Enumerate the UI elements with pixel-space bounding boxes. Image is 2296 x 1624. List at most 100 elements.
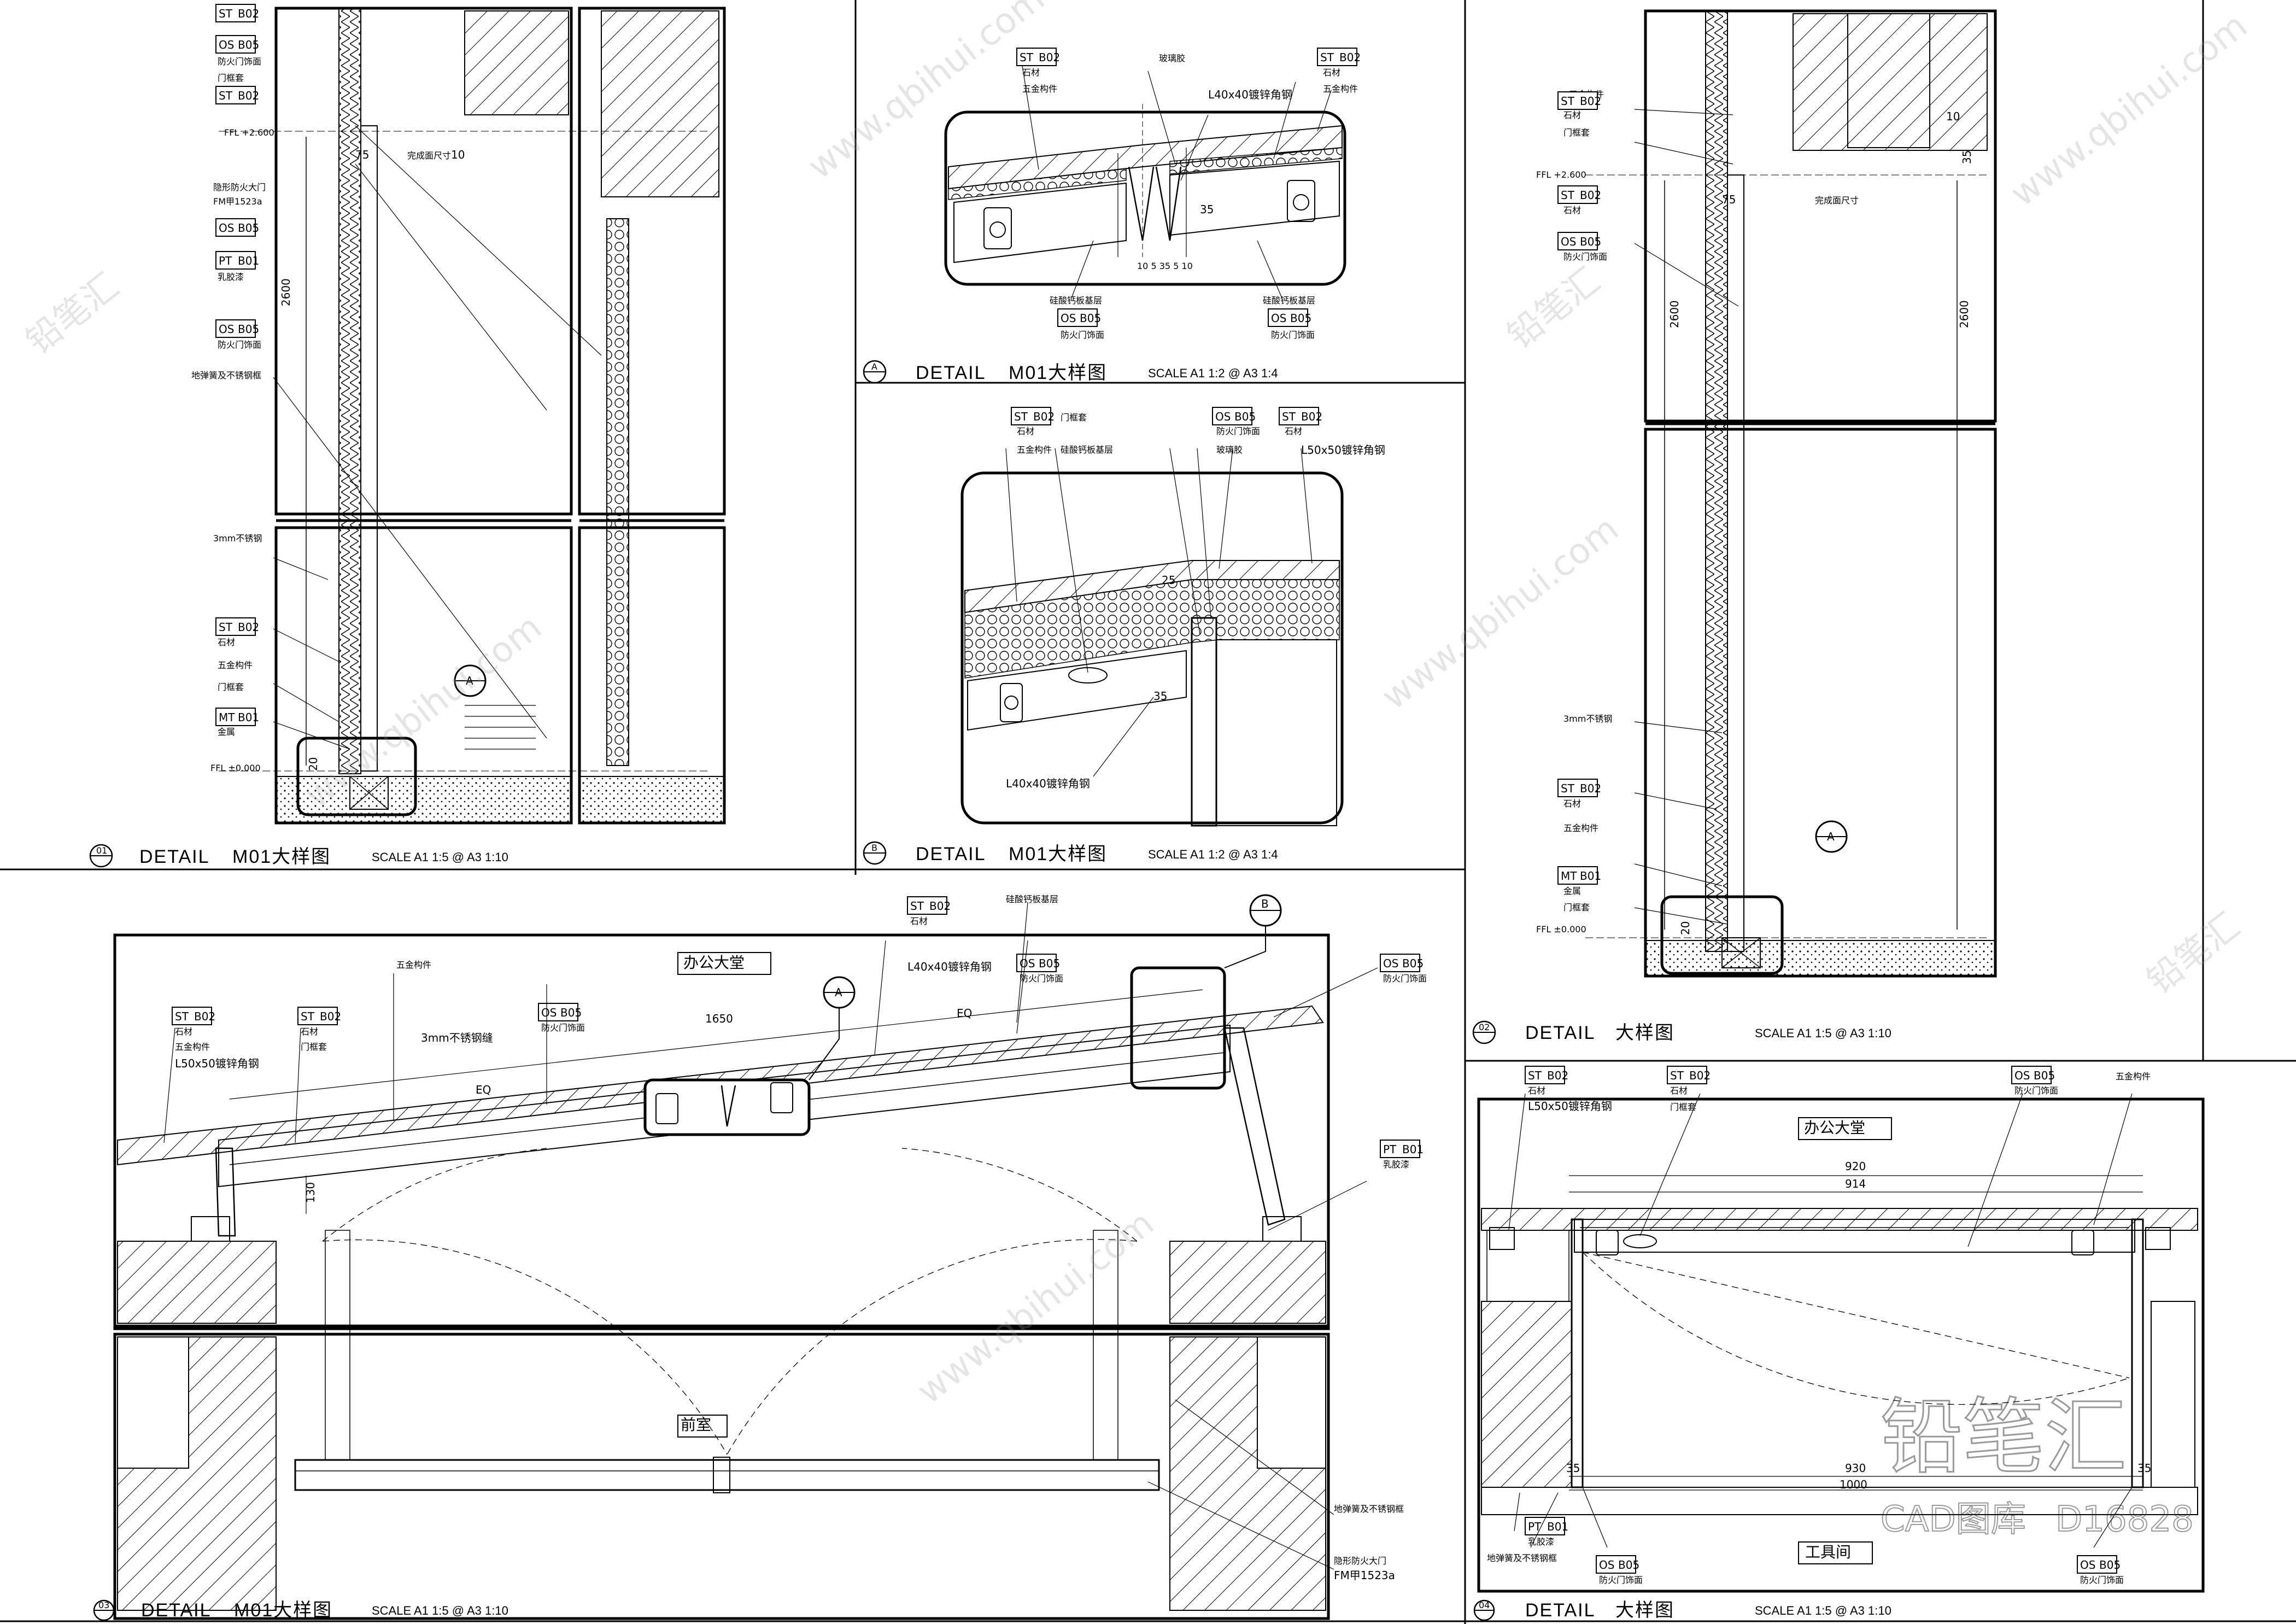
dim-10: 10 — [451, 148, 465, 161]
note-stone: 石材 — [1285, 426, 1302, 436]
panel-02-labels: 五金构件 ST B02 石材 门框套 FFL +2.600 ST B02 石材 … — [1536, 89, 1973, 935]
note-frame: 地弹簧及不锈钢框 — [1334, 1504, 1404, 1514]
code-b01: B01 — [238, 711, 259, 724]
note-door-frame: 门框套 — [1670, 1102, 1696, 1112]
note-metal: 金属 — [218, 727, 235, 737]
room-tool-room: 工具间 — [1805, 1543, 1851, 1561]
note-hardware: 五金构件 — [1563, 823, 1598, 833]
code-pt: PT — [1528, 1520, 1542, 1533]
dim-75: 75 — [1722, 193, 1736, 206]
detail-scale: SCALE A1 1:5 @ A3 1:10 — [1755, 1026, 1891, 1040]
ffl-zero: FFL ±0.000 — [210, 763, 261, 773]
note-gap-3mm: 3mm不锈钢 — [1563, 714, 1612, 724]
note-gap-3mm: 3mm不锈钢 — [213, 533, 262, 544]
note-fireproof-door: 防火门饰面 — [1216, 426, 1260, 436]
note-door-frame: 门框套 — [1061, 412, 1087, 423]
ffl-top: FFL +2.600 — [224, 127, 274, 138]
note-stone: 石材 — [1323, 67, 1340, 78]
note-fireproof-door: 防火门饰面 — [1599, 1575, 1643, 1585]
note-door-frame: 门框套 — [1563, 902, 1590, 913]
code-b05: B05 — [238, 38, 259, 51]
note-board: 硅酸钙板基层 — [1050, 295, 1102, 306]
panel-03-plan — [113, 894, 1378, 1620]
note-stone: 石材 — [1670, 1085, 1688, 1096]
code-pt: PT — [1383, 1143, 1397, 1156]
note-stone: 石材 — [1563, 798, 1581, 809]
code-st: ST — [1561, 95, 1575, 108]
note-steel-40: L40x40镀锌角钢 — [907, 960, 992, 973]
dim-eq: EQ — [957, 1007, 972, 1020]
note-stone: 石材 — [1563, 110, 1581, 120]
code-b05: B05 — [560, 1006, 582, 1019]
watermark-url: www.qbihui.com — [910, 1203, 1161, 1412]
dim-75: 75 — [355, 148, 369, 161]
watermark-brand-large: 铅笔汇 — [1881, 1390, 2127, 1485]
code-os: OS — [1599, 1558, 1614, 1572]
note-fireproof-door: 防火门饰面 — [2014, 1085, 2058, 1096]
code-os: OS — [1215, 410, 1231, 423]
dim-1000: 1000 — [1840, 1478, 1867, 1491]
callout-a: A — [835, 986, 842, 999]
note-fireproof-door: 防火门饰面 — [2080, 1575, 2124, 1585]
code-os: OS — [1383, 957, 1398, 970]
note-paint: 乳胶漆 — [1383, 1159, 1409, 1170]
note-glue: 玻璃胶 — [1216, 445, 1243, 455]
panel-03-labels: 办公大堂 前室 ST B02 石材 硅酸钙板基层 L40x40镀锌角钢 OS B… — [172, 894, 1427, 1582]
watermark-id: D16828 — [2055, 1499, 2194, 1540]
note-pivot-door: 隐形防火大门 — [213, 182, 266, 192]
note-gap-3mm-seam: 3mm不锈钢缝 — [421, 1031, 493, 1044]
room-office-lobby: 办公大堂 — [683, 954, 745, 972]
code-os: OS — [1561, 235, 1576, 248]
code-b02: B02 — [238, 89, 259, 102]
svg-text:01: 01 — [96, 845, 107, 856]
callout-a: A — [1827, 830, 1835, 843]
dim-eq: EQ — [476, 1083, 491, 1096]
note-fireproof-door: 防火门饰面 — [1563, 252, 1607, 262]
note-metal: 金属 — [1563, 886, 1581, 896]
panel-01-section — [219, 7, 726, 825]
note-hardware: 五金构件 — [1017, 445, 1052, 455]
code-mt: MT — [1561, 869, 1577, 883]
code-os: OS — [2014, 1069, 2030, 1082]
detail-name: 大样图 — [1615, 1023, 1674, 1043]
panel-02-section — [1585, 9, 1997, 978]
watermark-url: www.qbihui.com — [1374, 509, 1626, 717]
code-b02: B02 — [1547, 1069, 1568, 1082]
dim-1650: 1650 — [705, 1012, 733, 1025]
code-b05: B05 — [1234, 410, 1256, 423]
code-st: ST — [910, 899, 924, 913]
dim-930: 930 — [1845, 1462, 1866, 1475]
code-st: ST — [219, 89, 233, 102]
note-door-no: FM甲1523a — [213, 196, 262, 207]
note-glue: 玻璃胶 — [1159, 53, 1185, 63]
watermark-brand: 铅笔汇 — [2140, 906, 2247, 1002]
code-b05: B05 — [1402, 957, 1424, 970]
note-stone: 石材 — [1563, 205, 1581, 215]
code-b01: B01 — [1580, 869, 1601, 883]
note-hardware: 五金构件 — [2116, 1071, 2151, 1082]
detail-name: M01大样图 — [1009, 363, 1107, 383]
note-fireproof-door: 防火门饰面 — [541, 1023, 585, 1033]
code-os: OS — [2080, 1558, 2095, 1572]
note-board: 硅酸钙板基层 — [1006, 894, 1058, 904]
svg-text:03: 03 — [98, 1600, 109, 1610]
code-st: ST — [1561, 782, 1575, 795]
code-os: OS — [219, 323, 234, 336]
code-st: ST — [1014, 410, 1028, 423]
code-b01: B01 — [1547, 1520, 1568, 1533]
detail-name: M01大样图 — [234, 1600, 332, 1621]
code-b02: B02 — [1339, 51, 1361, 64]
note-hardware: 五金构件 — [1022, 84, 1057, 94]
code-pt: PT — [219, 254, 232, 267]
dim-25: 25 — [1162, 574, 1175, 587]
note-steel-40: L40x40镀锌角钢 — [1006, 777, 1090, 790]
ffl-zero: FFL ±0.000 — [1536, 924, 1586, 934]
note-finish: 完成面尺寸 — [1815, 195, 1859, 206]
note-stone: 石材 — [1528, 1085, 1545, 1096]
code-os: OS — [1020, 957, 1035, 970]
note-finish: 完成面尺寸 — [407, 150, 451, 161]
code-os: OS — [219, 38, 234, 51]
code-os: OS — [1061, 312, 1076, 325]
detail-name: M01大样图 — [232, 846, 331, 867]
